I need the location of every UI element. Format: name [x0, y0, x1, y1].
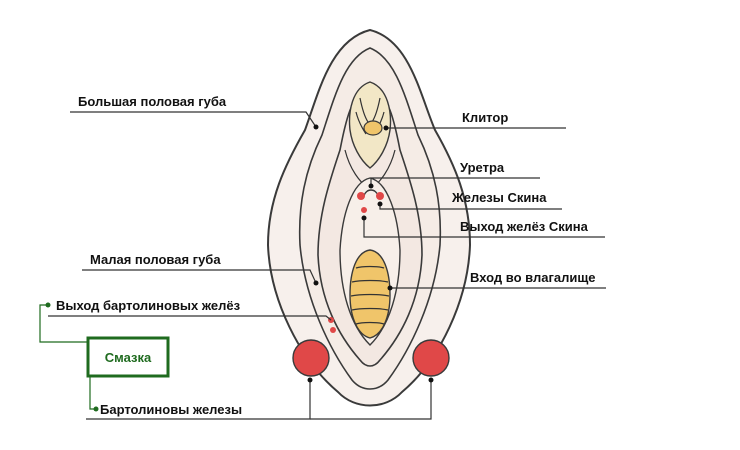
bartholin-outlet-dot-2 — [330, 327, 336, 333]
callout-labia-minora: Малая половая губа — [82, 252, 319, 286]
label-urethra: Уретра — [460, 160, 505, 175]
label-labia-majora: Большая половая губа — [78, 94, 227, 109]
clitoris-shape — [363, 120, 383, 136]
callout-skene-outlet: Выход желёз Скина — [361, 215, 605, 238]
skene-outlet-dot — [361, 207, 367, 213]
label-skene-glands: Железы Скина — [451, 190, 547, 205]
bartholin-gland-right — [412, 339, 450, 377]
bartholin-gland-left — [292, 339, 330, 377]
skene-gland-right — [376, 192, 384, 200]
label-labia-minora: Малая половая губа — [90, 252, 221, 267]
callout-vaginal-entrance: Вход во влагалище — [387, 270, 606, 291]
label-clitoris: Клитор — [462, 110, 508, 125]
label-skene-outlet: Выход желёз Скина — [460, 219, 589, 234]
callout-labia-majora: Большая половая губа — [70, 94, 319, 130]
callout-urethra: Уретра — [368, 160, 540, 189]
label-lubrication: Смазка — [105, 350, 152, 365]
lubrication-box: Смазка — [86, 336, 170, 412]
label-vaginal-entrance: Вход во влагалище — [470, 270, 596, 285]
callout-bartholin-glands: Бартолиновы железы — [86, 377, 434, 420]
callout-skene-glands: Железы Скина — [377, 190, 562, 210]
callout-clitoris: Клитор — [383, 110, 566, 131]
skene-gland-left — [357, 192, 365, 200]
label-bartholin-outlet: Выход бартолиновых желёз — [56, 298, 241, 313]
label-bartholin-glands: Бартолиновы железы — [100, 402, 242, 417]
callout-bartholin-outlet: Выход бартолиновых желёз — [39, 298, 332, 343]
